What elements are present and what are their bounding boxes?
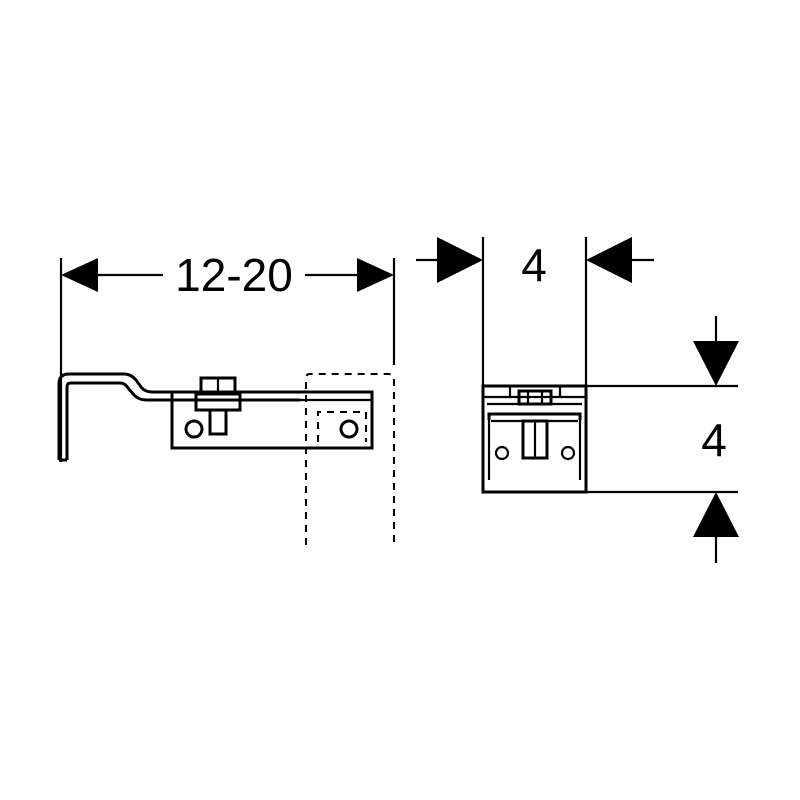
arrow-up-icon (693, 492, 739, 537)
front-hole-left (494, 445, 510, 461)
height-label: 4 (701, 414, 727, 466)
arrow-right-icon (357, 258, 394, 292)
length-label: 12-20 (175, 249, 293, 301)
arrow-right-icon (437, 237, 483, 283)
height-dimension: 4 (586, 316, 739, 563)
width-dimension: 4 (416, 237, 654, 386)
mounting-hole-left (184, 419, 204, 439)
bracket-front-view (481, 384, 588, 494)
plate-top (487, 412, 582, 420)
strap-outer (57, 372, 300, 460)
strap-inner (65, 381, 300, 460)
front-hole-right (560, 445, 576, 461)
width-label: 4 (521, 239, 547, 291)
arrow-left-icon (61, 258, 98, 292)
mounting-hole-right (339, 419, 359, 439)
arrow-down-icon (693, 341, 739, 386)
profile-inner-dashed (317, 411, 367, 442)
bolt-head-front (517, 389, 553, 406)
bolt-shank (208, 408, 228, 436)
length-dimension: 12-20 (59, 249, 396, 462)
arrow-left-icon (586, 237, 632, 283)
mounting-plate (170, 390, 374, 450)
profile-outline-dashed (305, 373, 395, 545)
strap-edges (508, 386, 562, 396)
bracket-side-view (57, 372, 395, 545)
front-outline (481, 384, 588, 494)
bolt-washer (194, 392, 242, 412)
